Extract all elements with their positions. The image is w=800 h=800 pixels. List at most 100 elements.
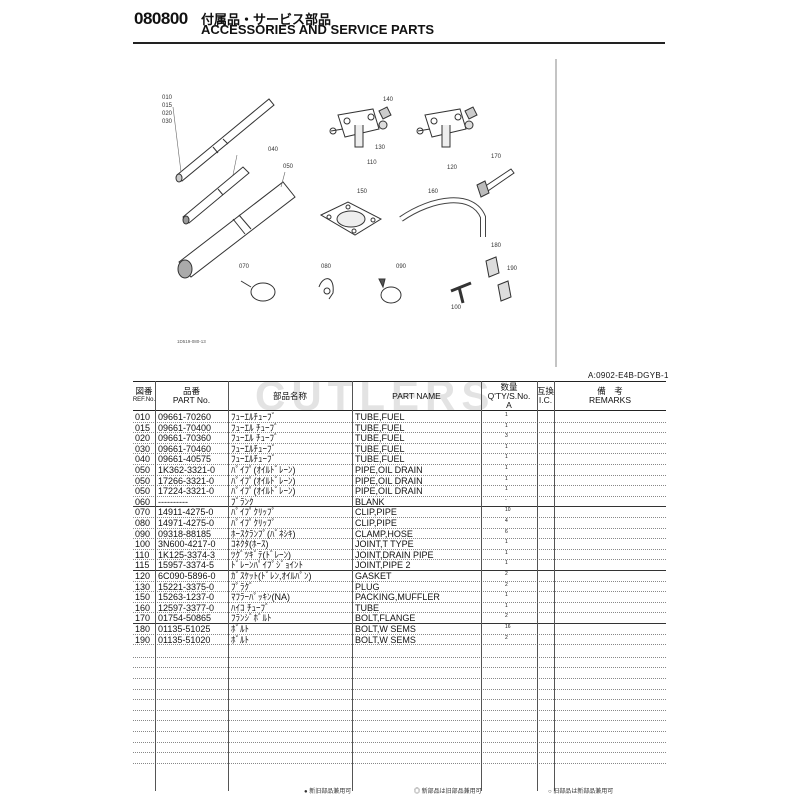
table-row-empty — [133, 668, 666, 679]
cell-ref: 070 — [135, 507, 151, 518]
cell-qty: 2 — [505, 613, 508, 620]
cell-ref: 020 — [135, 433, 151, 444]
pipe-joint-120-drawing — [416, 108, 467, 148]
col-divider — [481, 381, 482, 791]
cell-ref: 050 — [135, 465, 151, 475]
table-row-empty — [133, 647, 666, 658]
table-row-empty — [133, 732, 666, 743]
cell-qty: - — [505, 496, 507, 503]
header-ref: 図番 REF.No. — [132, 386, 156, 404]
cell-name-jp: ﾌｭｰｴﾙﾁｭｰﾌﾞ — [231, 412, 277, 422]
cell-part-no: 17224-3321-0 — [158, 486, 215, 497]
cell-name-en: BOLT,W SEMS — [355, 634, 416, 645]
header-ic: 互換 I.C. — [537, 386, 555, 405]
cell-name-en: PLUG — [355, 581, 380, 592]
callout-label: 010 — [162, 95, 173, 101]
header-name-en: PART NAME — [392, 390, 441, 401]
cell-qty: 1 — [505, 443, 508, 450]
cell-name-jp: ｺﾈｸﾀ(ﾎｰｽ) — [231, 539, 269, 550]
cell-ref: 100 — [135, 539, 151, 550]
header-rule — [133, 42, 665, 44]
cell-qty: 1 — [505, 412, 508, 418]
table-row-empty — [133, 721, 666, 732]
callout-label: 080 — [321, 264, 332, 270]
cell-qty: 2 — [505, 571, 508, 577]
cell-name-jp: ﾏﾌﾗｰﾊﾟｯｷﾝ(NA) — [231, 592, 290, 603]
table-row-empty — [133, 700, 666, 711]
cell-name-en: CLIP,PIPE — [355, 507, 397, 518]
callout-label: 110 — [367, 160, 377, 166]
callout-label: 160 — [428, 189, 439, 195]
cell-name-jp: ﾊﾟｲﾌﾟ(ｵｲﾙﾄﾞﾚｰﾝ) — [231, 475, 296, 486]
section-code: 080800 — [134, 9, 188, 28]
header-remarks: 備 考 REMARKS — [588, 386, 632, 405]
cell-part-no: 09318-88185 — [158, 528, 212, 539]
cell-qty: 1 — [505, 539, 508, 546]
table-row-empty — [133, 711, 666, 722]
callout-label: 090 — [396, 264, 407, 270]
cell-ref: 015 — [135, 422, 151, 433]
cell-qty: 2 — [505, 634, 508, 641]
cell-name-jp: ﾎｰｽｸﾗﾝﾌﾟ(ﾊﾞﾈｼｷ) — [231, 528, 296, 539]
callout-label: 130 — [375, 145, 386, 151]
cell-qty: 1 — [505, 560, 508, 567]
footnote-2: ◎ 新部品は旧部品兼用可 — [414, 789, 482, 795]
cell-qty: 1 — [505, 486, 508, 493]
fuel-tube-drawing — [175, 98, 275, 183]
pipe-oil-drain-drawing — [177, 181, 296, 279]
cell-qty: 1 — [505, 592, 508, 599]
cell-part-no: 1K362-3321-0 — [158, 465, 216, 475]
cell-ref: 090 — [135, 528, 151, 539]
cell-name-en: PIPE,OIL DRAIN — [355, 486, 423, 497]
cell-name-en: BOLT,FLANGE — [355, 613, 416, 624]
cell-ref: 040 — [135, 454, 151, 465]
col-divider — [554, 381, 555, 791]
drain-joint-110-drawing — [329, 108, 380, 148]
cell-name-jp: ﾌｭｰｴﾙﾁｭｰﾌﾞ — [231, 454, 277, 465]
cell-ref: 110 — [135, 549, 150, 560]
cell-ref: 150 — [135, 592, 151, 603]
joint-fittings-drawing — [450, 256, 512, 304]
callout-label: 020 — [162, 111, 173, 117]
parts-illustration: 0100150200300400500700800901001101201301… — [162, 59, 557, 367]
cell-qty: 1 — [505, 549, 508, 556]
cell-part-no: 09661-40575 — [158, 454, 212, 465]
footnote-1: ● 新旧部品兼用可 — [304, 789, 352, 795]
cell-name-en: GASKET — [355, 571, 392, 581]
header-part-no: 品番 PART No. — [172, 386, 211, 405]
header-name-jp: 部品名称 — [272, 390, 307, 401]
cell-ref: 050 — [135, 486, 151, 497]
cell-name-jp: ﾌｭｰｴﾙ ﾁｭｰﾌﾞ — [231, 433, 279, 444]
cell-qty: 6 — [505, 528, 508, 535]
parts-table: 図番 REF.No. 品番 PART No. 部品名称 PART NAME 数量… — [133, 381, 666, 793]
cell-part-no: 6C090-5896-0 — [158, 571, 216, 581]
cell-qty: 1 — [505, 602, 508, 609]
cell-ref: 060 — [135, 496, 151, 507]
table-row-empty — [133, 658, 666, 669]
cell-name-en: TUBE — [355, 602, 380, 613]
cell-part-no: 09661-70360 — [158, 433, 212, 444]
callout-label: 030 — [162, 119, 173, 125]
header-qty: 数量 Q'TY/S.No. A — [487, 381, 531, 410]
callout-label: 190 — [507, 266, 518, 272]
cell-qty: 10 — [505, 507, 511, 514]
cell-ref: 010 — [135, 412, 151, 422]
cell-part-no: 15221-3375-0 — [158, 581, 215, 592]
cell-part-no: 01135-51020 — [158, 634, 211, 645]
clip-080-drawing — [318, 278, 334, 300]
tube-160-drawing — [399, 197, 486, 237]
